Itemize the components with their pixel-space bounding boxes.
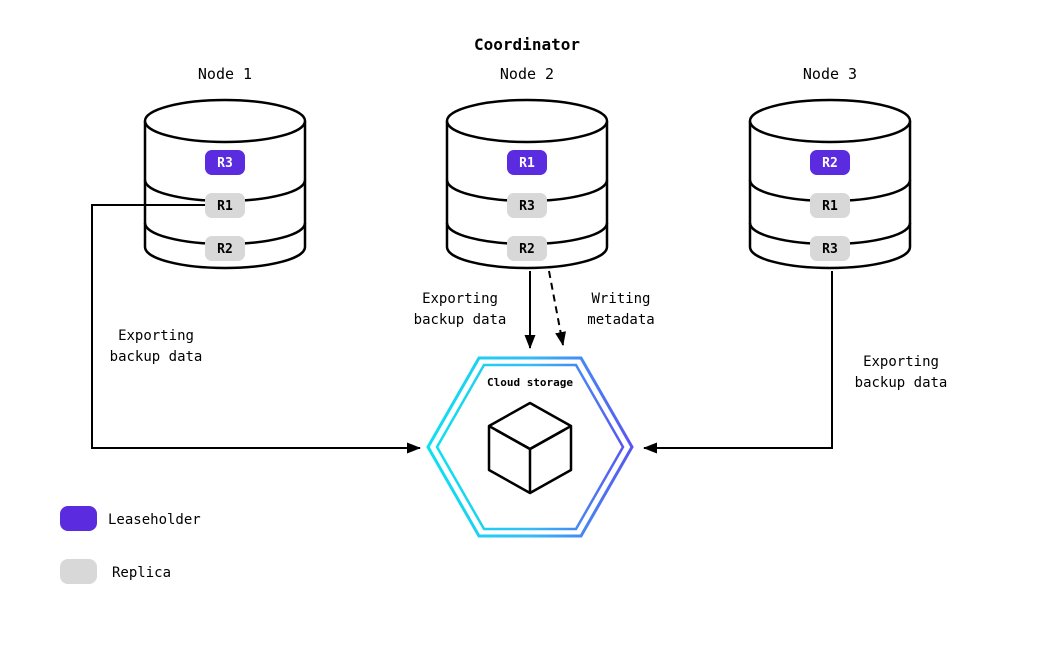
edge-label-node3-export: Exporting backup data	[855, 354, 948, 391]
replica-badge: R1	[205, 193, 245, 218]
replica-label: R1	[217, 199, 233, 214]
replica-badge-shape	[507, 236, 547, 261]
edge-label-line: backup data	[110, 349, 203, 365]
replica-label: R3	[519, 199, 535, 214]
replica-label: R2	[519, 242, 535, 257]
replica-badge: R3	[507, 193, 547, 218]
replica-badge: R3	[205, 150, 245, 175]
node-2-label: Node 2	[500, 65, 554, 83]
replica-badge-shape	[810, 193, 850, 218]
node-3: Node 3 R2 R1 R3	[748, 65, 912, 270]
arrow-node2-writing-metadata	[548, 270, 566, 346]
replica-label: R2	[217, 242, 233, 257]
legend-leaseholder-label: Leaseholder	[108, 512, 201, 528]
leaseholder-swatch	[60, 506, 97, 531]
legend: Leaseholder Replica	[60, 506, 201, 584]
page-title: Coordinator	[474, 35, 580, 54]
hexagon-outer	[426, 356, 634, 538]
edge-label-line: metadata	[587, 312, 654, 328]
cloud-storage-label: Cloud storage	[487, 376, 573, 389]
replica-badge: R1	[810, 193, 850, 218]
cube-inner-edges	[488, 424, 572, 493]
replica-label: R3	[217, 156, 233, 171]
replica-badge: R2	[205, 236, 245, 261]
edge-label-line: Exporting	[863, 354, 939, 370]
replica-badge: R2	[507, 236, 547, 261]
cloud-storage: Cloud storage	[426, 356, 634, 538]
replica-badge: R3	[810, 236, 850, 261]
arrow-node3-to-cloud	[643, 271, 833, 454]
replica-label: R1	[822, 199, 838, 214]
hexagon-inner	[435, 363, 625, 531]
edge-label-line: backup data	[855, 375, 948, 391]
edge-label-line: Writing	[591, 291, 650, 307]
cylinder-top	[748, 98, 912, 144]
node-3-label: Node 3	[803, 65, 857, 83]
leaseholder-badge-shape	[205, 150, 245, 175]
edge-label-node2-export: Exporting backup data	[414, 291, 507, 328]
leaseholder-badge-shape	[810, 150, 850, 175]
replica-label: R1	[519, 156, 535, 171]
replica-label: R2	[822, 156, 838, 171]
edge-label-node1-export: Exporting backup data	[110, 328, 203, 365]
replica-badge-shape	[205, 193, 245, 218]
edge-label-line: Exporting	[118, 328, 194, 344]
replica-badge: R2	[810, 150, 850, 175]
replica-badge-shape	[507, 193, 547, 218]
replica-label: R3	[822, 242, 838, 257]
replica-badge: R1	[507, 150, 547, 175]
node-1-label: Node 1	[198, 65, 252, 83]
cylinder-top	[143, 98, 307, 144]
cube-inner-detail	[495, 428, 565, 451]
cube-icon	[487, 401, 573, 495]
edge-label-line: backup data	[414, 312, 507, 328]
edge-label-node2-metadata: Writing metadata	[587, 291, 654, 328]
arrow-node1-to-cloud	[91, 204, 421, 454]
replica-swatch	[60, 559, 97, 584]
edge-label-line: Exporting	[422, 291, 498, 307]
cylinder-top	[445, 98, 609, 144]
leaseholder-badge-shape	[507, 150, 547, 175]
node-2: Node 2 R1 R3 R2	[445, 65, 609, 270]
legend-replica-label: Replica	[112, 565, 171, 581]
replica-badge-shape	[810, 236, 850, 261]
node-1: Node 1 R3 R1 R2	[143, 65, 307, 270]
replica-badge-shape	[205, 236, 245, 261]
